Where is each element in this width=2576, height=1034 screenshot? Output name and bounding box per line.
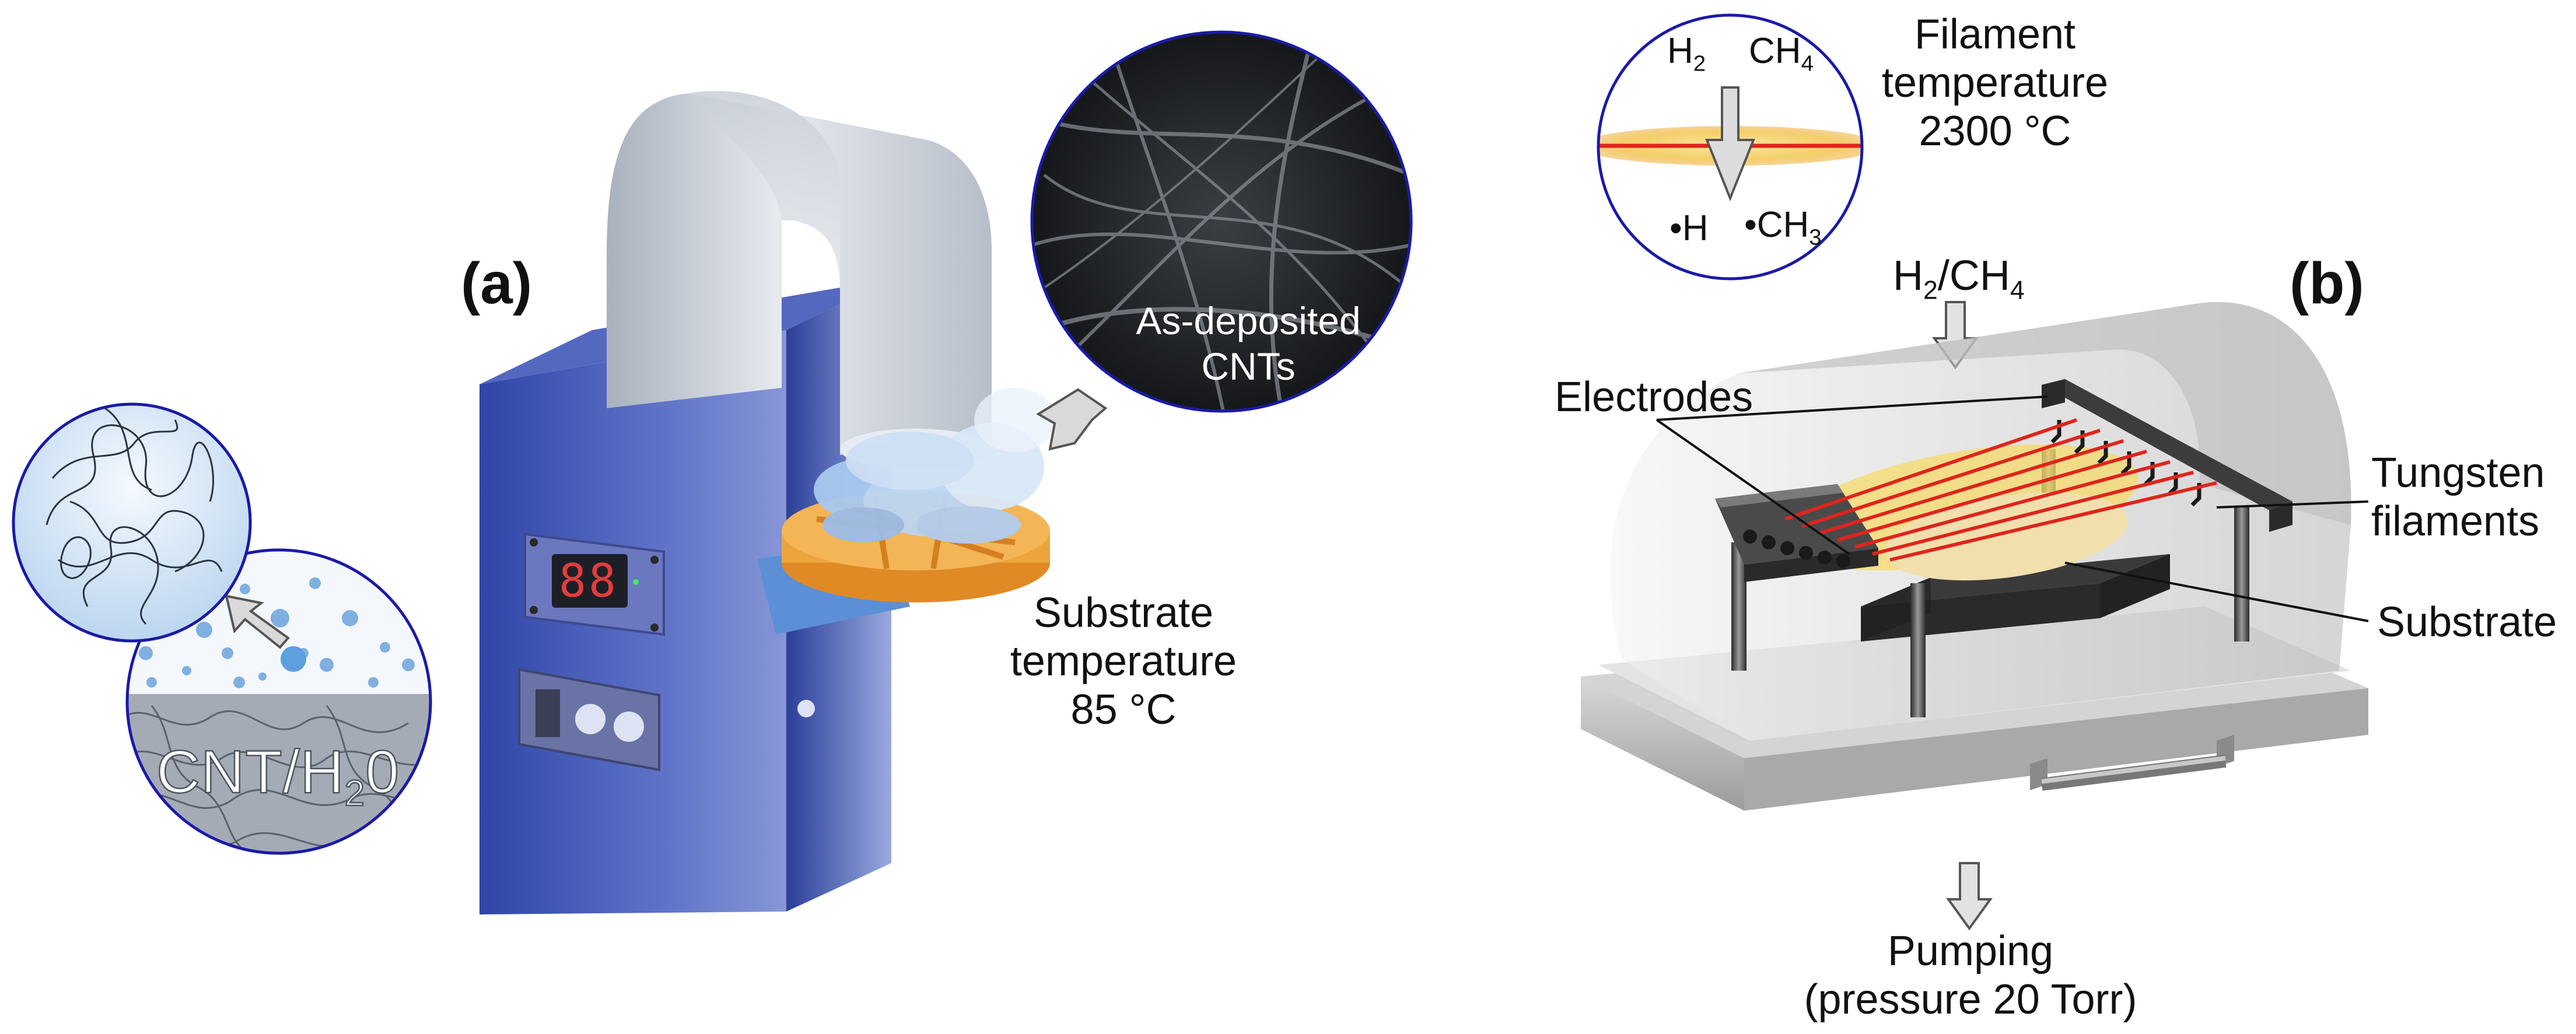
filament-inset (1597, 13, 1864, 281)
substrate-disk (1885, 492, 2129, 581)
substrate-temp-line1: Substrate (1033, 590, 1214, 636)
panel-b-label: (b) (2290, 251, 2364, 316)
filament-temp-line1: Filament (1914, 11, 2076, 58)
filament-temp-line2: temperature (1881, 59, 2109, 106)
pumping-line2: (pressure 20 Torr) (1804, 976, 2137, 1023)
substrate-temp-line3: 85 °C (1070, 686, 1177, 733)
inset-h2: H2 (1667, 31, 1706, 76)
tungsten-filaments (1784, 418, 2217, 562)
suspension-label: CNT/H20 (156, 738, 400, 814)
pump-outlet-arrow (1946, 862, 1993, 931)
inset-label-line1: As-deposited (1136, 299, 1361, 342)
cnt-suspension (125, 548, 432, 855)
pumping-line1: Pumping (1887, 928, 2054, 975)
inset-pointer-arrow (1036, 388, 1108, 451)
leader-lines (1656, 395, 2369, 622)
chamber-handle (2030, 735, 2234, 791)
substrate-label: Substrate (2377, 599, 2557, 646)
tungsten-label-line1: Tungsten (2371, 450, 2545, 496)
tungsten-label-line2: filaments (2371, 498, 2540, 545)
display-readout: 88 (559, 555, 618, 608)
cnt-bubble (12, 402, 252, 643)
electrode-bar-front (1715, 484, 1878, 582)
cnt-micrograph-inset (1030, 30, 1413, 413)
inset-ch4: CH4 (1749, 31, 1814, 76)
inset-label-line2: CNTs (1201, 345, 1296, 388)
electrodes-label: Electrodes (1555, 374, 1754, 420)
filament-temp-line3: 2300 °C (1919, 108, 2071, 155)
inset-ch3-radical: •CH3 (1744, 205, 1822, 250)
dissociation-arrow (1705, 86, 1755, 202)
zoom-arrow (225, 594, 290, 649)
spray-cabinet (480, 279, 910, 914)
substrate-temp-line2: temperature (1010, 638, 1237, 685)
button-panel (518, 668, 660, 772)
digital-display-panel (524, 532, 665, 636)
gas-inlet-label: H2/CH4 (1893, 253, 2025, 305)
inset-h-radical: •H (1670, 208, 1709, 248)
panel-a-label: (a) (461, 251, 533, 316)
spray-cloud (814, 388, 1056, 544)
